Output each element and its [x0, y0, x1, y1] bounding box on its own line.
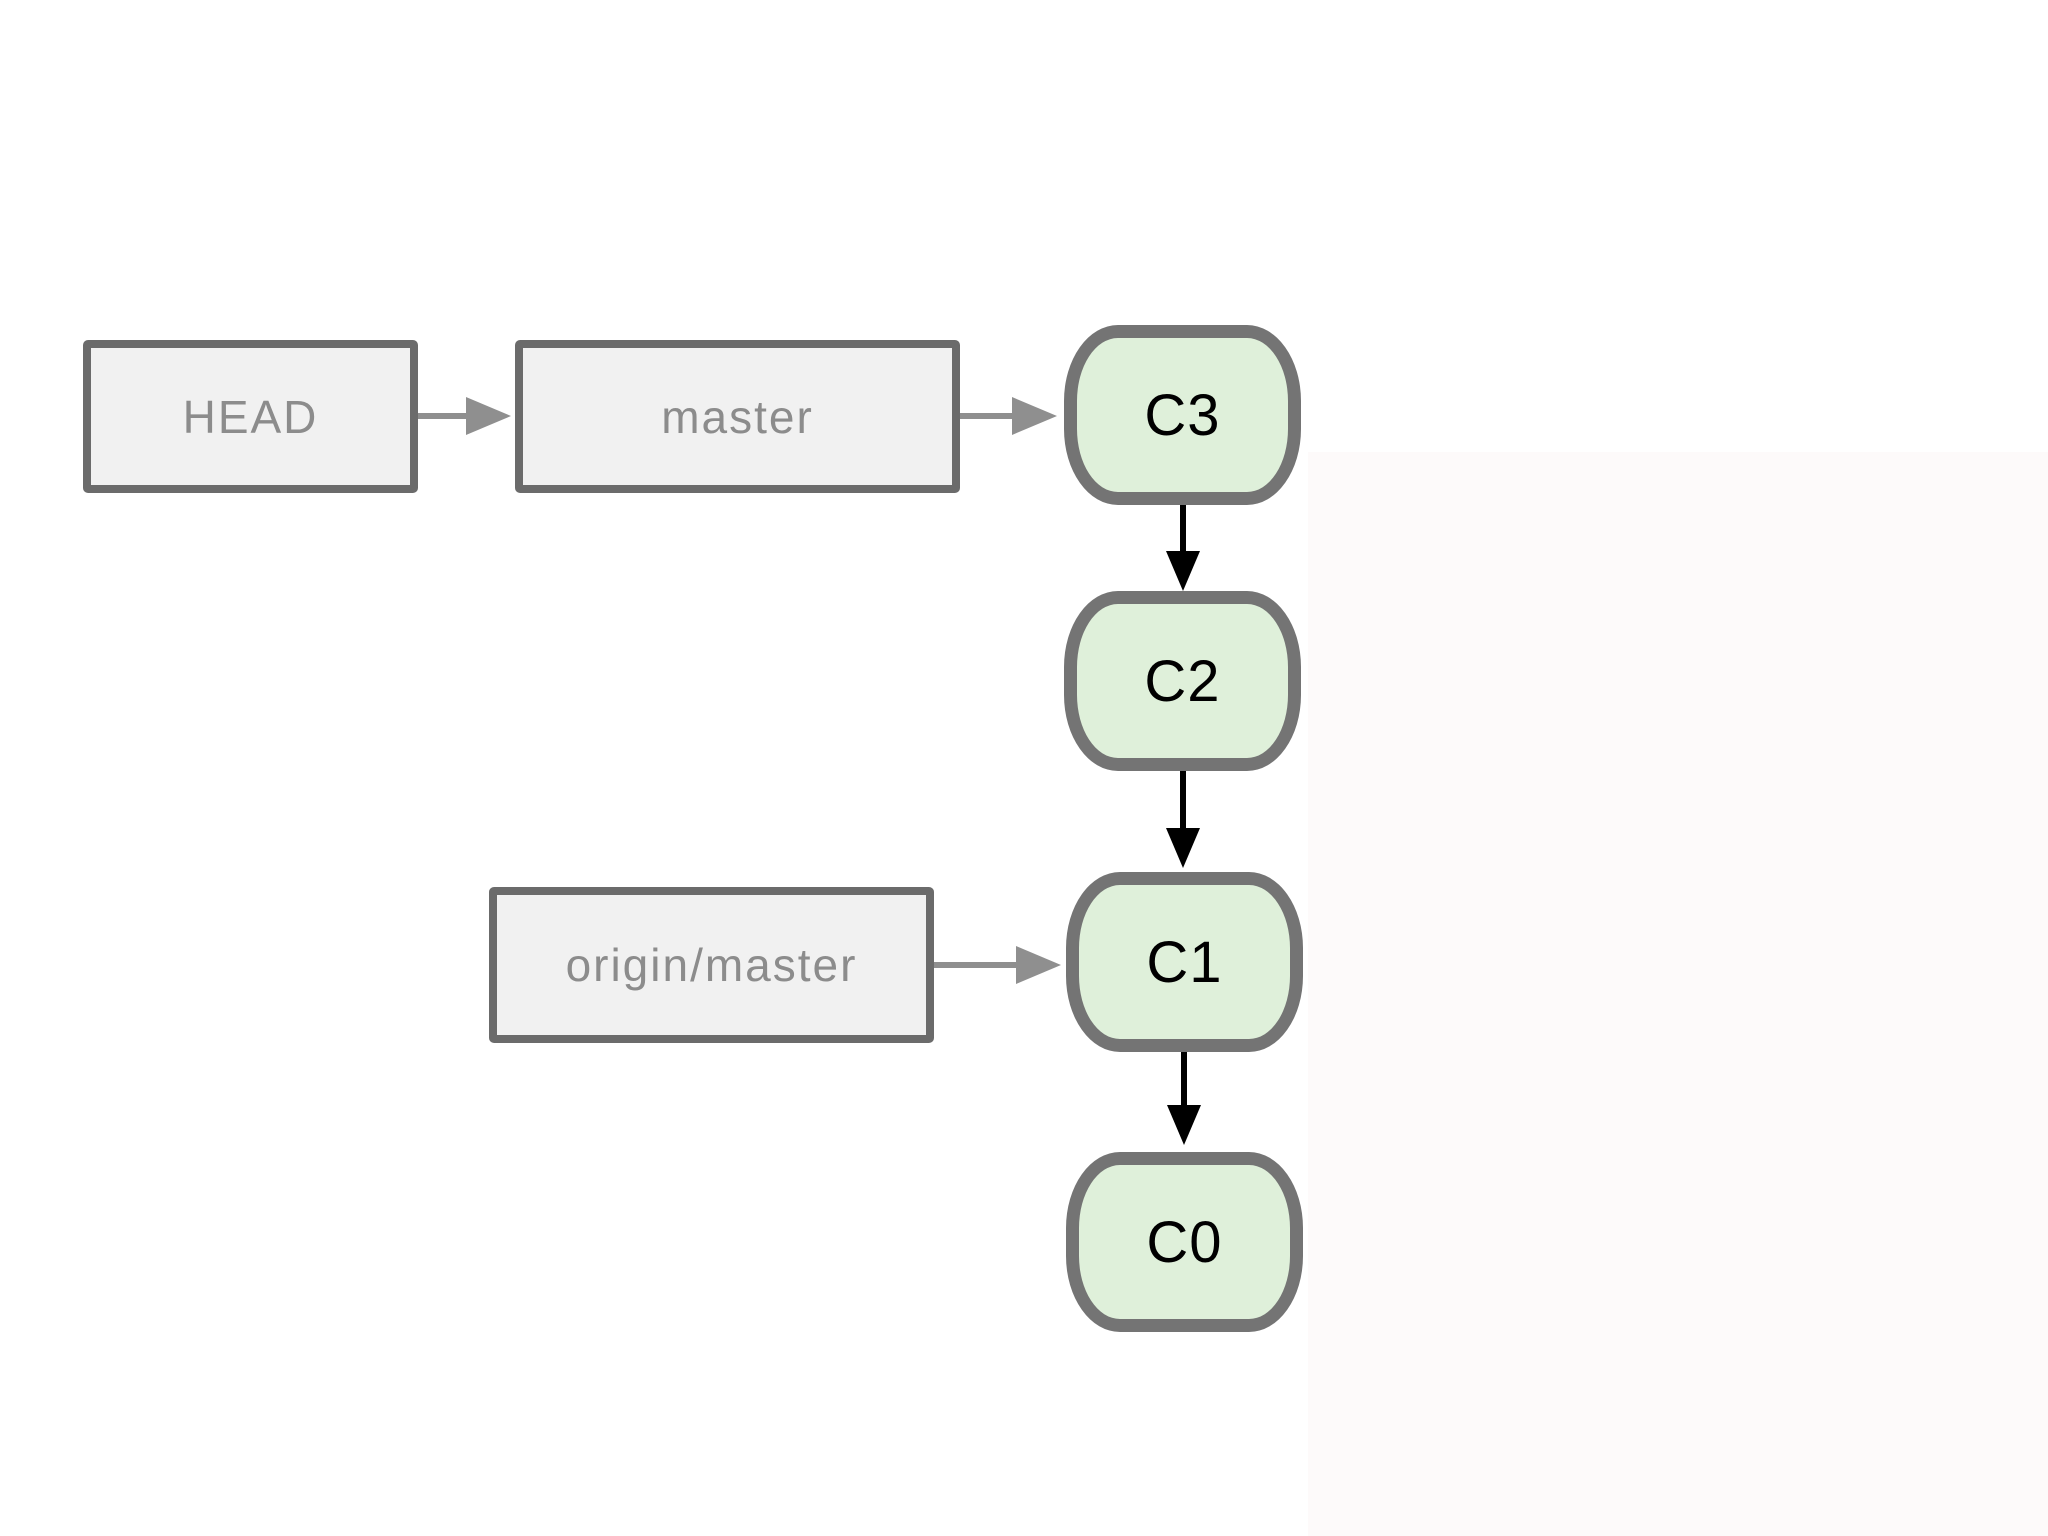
commit-label-c3: C3 [1144, 382, 1221, 448]
head-ref-box: HEAD [83, 340, 418, 493]
edge-c2-to-c1-arrowhead-icon [1166, 828, 1200, 868]
commit-label-c0: C0 [1146, 1209, 1223, 1275]
edge-c2-to-c1-shaft [1180, 771, 1186, 832]
commit-node-c1: C1 [1066, 872, 1303, 1052]
origin-master-ref-box: origin/master [489, 887, 934, 1043]
commit-node-c2: C2 [1064, 591, 1301, 771]
master-ref-box: master [515, 340, 960, 493]
edge-c1-to-c0-arrowhead-icon [1167, 1105, 1201, 1145]
edge-c3-to-c2-arrowhead-icon [1166, 551, 1200, 591]
commit-label-c1: C1 [1146, 929, 1223, 995]
commit-label-c2: C2 [1144, 648, 1221, 714]
edge-master-to-c3-shaft [960, 413, 1016, 419]
commit-node-c0: C0 [1066, 1152, 1303, 1332]
master-ref-label: master [661, 390, 814, 443]
edge-c3-to-c2-shaft [1180, 505, 1186, 555]
origin-master-ref-label: origin/master [565, 939, 858, 991]
edge-c1-to-c0-shaft [1181, 1052, 1187, 1109]
background-tint [1308, 452, 2048, 1536]
head-ref-label: HEAD [182, 390, 319, 443]
edge-head-to-master-shaft [418, 413, 470, 419]
commit-node-c3: C3 [1064, 325, 1301, 505]
edge-origin-master-to-c1-arrowhead-icon [1016, 946, 1061, 984]
edge-head-to-master-arrowhead-icon [466, 397, 511, 435]
edge-master-to-c3-arrowhead-icon [1012, 397, 1057, 435]
edge-origin-master-to-c1-shaft [934, 962, 1018, 968]
